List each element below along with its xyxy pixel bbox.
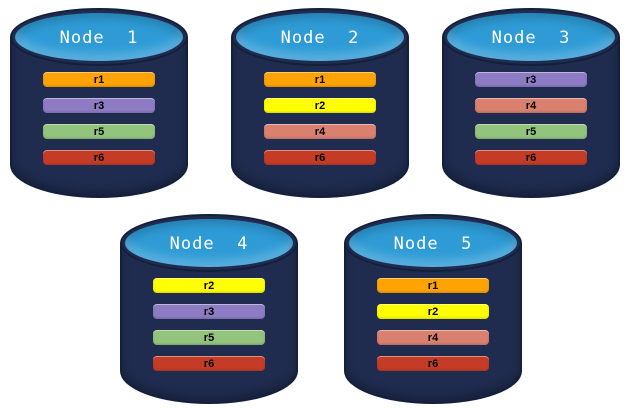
database-node: Node 1 r1 r3 r5 r6 [10,8,188,198]
replica-list: r1 r3 r5 r6 [10,72,188,165]
node-label: Node 5 [393,234,473,254]
node-label: Node 1 [59,28,139,48]
replica-bar: r6 [43,150,155,165]
replica-bar: r4 [377,330,489,345]
replica-bar: r6 [264,150,376,165]
database-node: Node 5 r1 r2 r4 r6 [344,214,522,404]
replica-list: r1 r2 r4 r6 [231,72,409,165]
replica-list: r1 r2 r4 r6 [344,278,522,371]
replica-bar: r2 [377,304,489,319]
replica-bar: r6 [377,356,489,371]
replica-bar: r3 [153,304,265,319]
cylinder-top-face: Node 2 [236,13,404,61]
replica-list: r3 r4 r5 r6 [442,72,620,165]
replica-bar: r4 [475,98,587,113]
node-label: Node 2 [280,28,360,48]
node-label: Node 3 [491,28,571,48]
node-label: Node 4 [169,234,249,254]
cylinder-top-rim: Node 1 [10,8,188,66]
cylinder-top-rim: Node 5 [344,214,522,272]
database-node: Node 3 r3 r4 r5 r6 [442,8,620,198]
cylinder-top-face: Node 5 [349,219,517,267]
replica-bar: r1 [264,72,376,87]
replica-bar: r6 [475,150,587,165]
cylinder-top-face: Node 4 [125,219,293,267]
cylinder-top-rim: Node 3 [442,8,620,66]
replica-bar: r3 [43,98,155,113]
replica-bar: r3 [475,72,587,87]
cylinder-top-rim: Node 2 [231,8,409,66]
replica-bar: r4 [264,124,376,139]
database-node: Node 4 r2 r3 r5 r6 [120,214,298,404]
replica-bar: r2 [264,98,376,113]
replica-bar: r5 [475,124,587,139]
replica-bar: r5 [43,124,155,139]
replica-bar: r2 [153,278,265,293]
replica-bar: r5 [153,330,265,345]
database-node: Node 2 r1 r2 r4 r6 [231,8,409,198]
cylinder-top-rim: Node 4 [120,214,298,272]
replica-list: r2 r3 r5 r6 [120,278,298,371]
cylinder-top-face: Node 1 [15,13,183,61]
cylinder-top-face: Node 3 [447,13,615,61]
replica-bar: r6 [153,356,265,371]
replica-bar: r1 [43,72,155,87]
replica-bar: r1 [377,278,489,293]
